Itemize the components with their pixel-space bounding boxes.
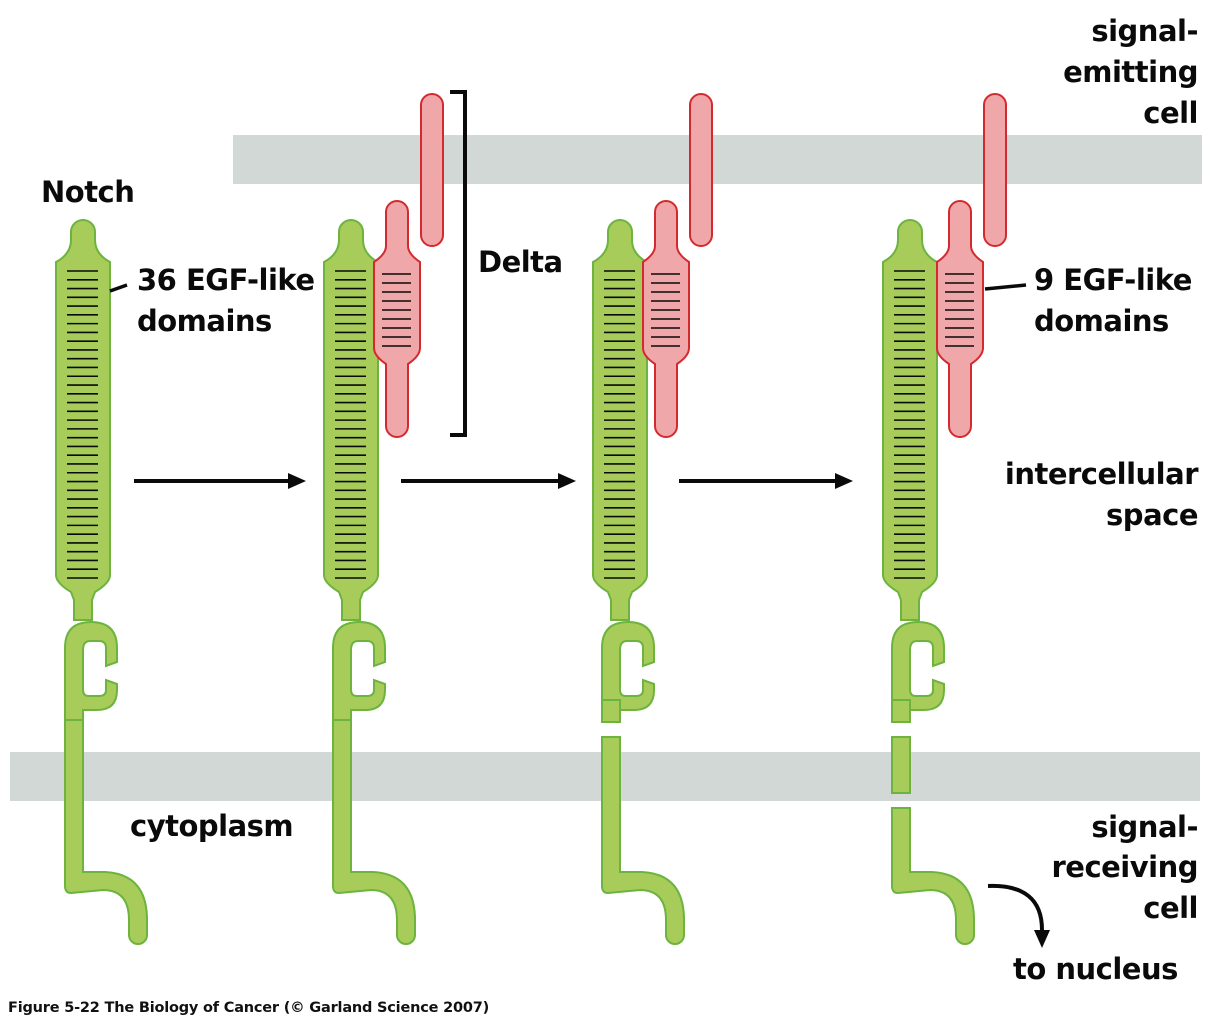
notch-intracellular-domain (332, 719, 416, 945)
notch-c-hook-domain (332, 620, 386, 721)
to-nucleus-label: to nucleus (1013, 952, 1178, 986)
notch-c-hook-domain (601, 620, 655, 721)
delta-bracket (450, 90, 467, 437)
notch-receptor-3 (592, 219, 685, 945)
delta-transmembrane-stalk (420, 93, 444, 247)
delta-label: Delta (478, 245, 563, 279)
progression-arrowhead-2 (558, 473, 576, 489)
signal-emitting-label-line3: cell (1143, 96, 1198, 130)
intercellular-space-label-line2: space (1106, 498, 1198, 532)
to-nucleus-arrowhead (1034, 930, 1050, 948)
notch-egf-domains-label-line1: 36 EGF-like (137, 263, 315, 297)
notch-label: Notch (41, 175, 135, 209)
signal-emitting-label-line1: signal- (1091, 14, 1198, 48)
cytoplasm-label: cytoplasm (130, 809, 294, 843)
signal-emitting-label-line2: emitting (1063, 55, 1198, 89)
molecules-layer (55, 93, 1007, 945)
delta-transmembrane-stalk (689, 93, 713, 247)
notch-c-hook-domain (64, 620, 118, 721)
notch-c-hook-domain (891, 620, 945, 721)
notch-receptor-4 (882, 219, 975, 945)
delta-ligand-3 (642, 93, 713, 438)
signal-receiving-label-line2: receiving (1051, 850, 1198, 884)
notch-extracellular-stub (601, 699, 621, 723)
notch-transmembrane-fragment (891, 736, 911, 794)
signal-receiving-label-line3: cell (1143, 891, 1198, 925)
delta-ligand-2 (373, 93, 444, 438)
progression-arrowhead-3 (835, 473, 853, 489)
notch-receptor-2 (323, 219, 416, 945)
notch-extracellular-stub (891, 699, 911, 723)
delta-ligand-4 (936, 93, 1007, 438)
delta-egf-leader-line (984, 283, 1027, 291)
delta-transmembrane-stalk (983, 93, 1007, 247)
delta-egf-domains-label-line1: 9 EGF-like (1034, 263, 1192, 297)
notch-intracellular-domain (891, 807, 975, 945)
notch-egf-leader-line (109, 283, 128, 293)
intercellular-space-label-line1: intercellular (1004, 457, 1199, 491)
notch-intracellular-domain (64, 719, 148, 945)
annotations-layer (109, 90, 1050, 948)
signal-receiving-label-line1: signal- (1091, 810, 1198, 844)
figure-caption: Figure 5-22 The Biology of Cancer (© Gar… (8, 1000, 490, 1016)
progression-arrowhead-1 (288, 473, 306, 489)
signal-emitting-membrane (233, 135, 1202, 184)
notch-egf-domains-label-line2: domains (137, 304, 272, 338)
delta-egf-domains-label-line2: domains (1034, 304, 1169, 338)
to-nucleus-arrow-curve (987, 883, 1044, 931)
notch-intracellular-domain (601, 736, 685, 945)
notch-receptor-1 (55, 219, 148, 945)
